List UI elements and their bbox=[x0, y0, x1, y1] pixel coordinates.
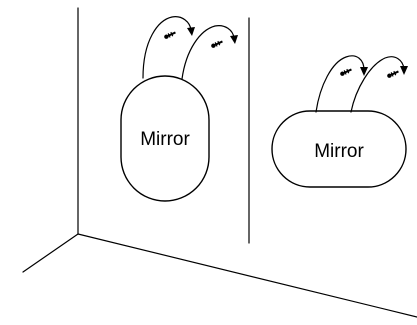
mirror-landscape: Mirror bbox=[271, 110, 407, 188]
mirror-portrait-frame bbox=[120, 75, 210, 202]
screw-icon bbox=[164, 31, 176, 39]
hanging-step-3 bbox=[315, 55, 368, 113]
mirror-landscape-label: Mirror bbox=[314, 141, 364, 162]
room-outline bbox=[22, 7, 417, 318]
curved-arrow-icon bbox=[142, 16, 192, 79]
screw-icon bbox=[340, 68, 352, 76]
arrowhead-icon bbox=[187, 27, 195, 36]
hanging-step-1 bbox=[142, 16, 195, 79]
hanging-step-4 bbox=[350, 56, 408, 113]
screw-icon bbox=[387, 70, 399, 78]
arrowhead-icon bbox=[400, 66, 408, 75]
curved-arrow-icon bbox=[315, 55, 365, 113]
hanging-step-2 bbox=[181, 25, 238, 80]
floor-front-edge bbox=[77, 233, 417, 318]
floor-left-edge bbox=[22, 233, 79, 273]
arrowhead-icon bbox=[230, 35, 238, 44]
mirror-landscape-frame bbox=[271, 110, 407, 188]
mirror-portrait-label: Mirror bbox=[140, 129, 190, 150]
curved-arrow-icon bbox=[350, 56, 405, 113]
mirror-portrait: Mirror bbox=[120, 75, 210, 202]
screw-icon bbox=[211, 40, 223, 48]
arrowhead-icon bbox=[360, 67, 368, 76]
curved-arrow-icon bbox=[181, 25, 235, 80]
